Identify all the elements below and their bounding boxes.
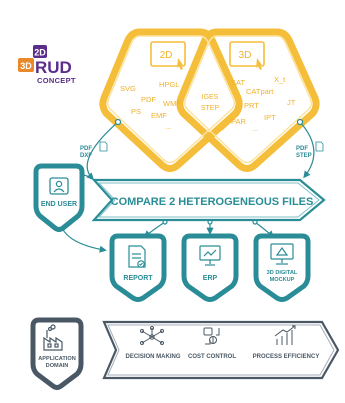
file-3d-icon [229, 41, 265, 70]
format-3d-item: CATpart [246, 87, 274, 96]
format-list-2d: SVG HPGL PDF WMF PS EMF ... [120, 80, 181, 131]
format-3d-item: ... [252, 124, 258, 133]
format-shared-item: IGES [202, 94, 219, 101]
heading-2d: 2D [160, 50, 173, 61]
end-user-node: END USER [33, 163, 85, 232]
output-mockup-label-line2: MOCKUP [270, 277, 295, 283]
format-2d-item: PDF [141, 95, 156, 104]
domain-process-label: PROCESS EFFICIENCY [253, 354, 320, 360]
format-2d-item: PS [131, 107, 141, 116]
format-3d-item: PAR [231, 117, 246, 126]
left-arrow-label-line2: DXF [80, 153, 92, 159]
format-list-shared: IGES STEP [201, 94, 220, 112]
output-erp-label: ERP [203, 275, 218, 282]
domain-banner [102, 320, 340, 380]
output-mockup-label-line1: 3D DIGITAL [267, 270, 298, 276]
compare-banner: COMPARE 2 HETEROGENEOUS FILES [91, 178, 326, 222]
format-2d-item: EMF [151, 111, 167, 120]
application-domain-line1: APPLICATION [38, 356, 76, 362]
growth-icon [274, 325, 296, 345]
application-domain-line2: DOMAIN [46, 363, 69, 369]
doc-icon [99, 141, 324, 152]
arrow-right-down [299, 121, 315, 179]
format-2d-item: ... [165, 122, 171, 131]
output-erp: ERP [181, 233, 239, 302]
logo-concept-text: CONCEPT [37, 76, 76, 85]
logo-3d-badge [18, 58, 34, 72]
network-icon [140, 326, 164, 345]
format-3d-item: IPT [264, 113, 276, 122]
erp-monitor-icon [199, 245, 221, 266]
user-icon [49, 177, 69, 195]
logo-rud-text: RUD [35, 58, 72, 77]
factory-icon [43, 324, 63, 351]
domain-decision-label: DECISION MAKING [125, 354, 180, 360]
logo-2d-text: 2D [34, 48, 46, 58]
format-shared-item: STEP [201, 105, 220, 112]
heading-3d: 3D [239, 50, 252, 61]
report-icon [128, 245, 146, 268]
file-2d-icon [150, 41, 186, 70]
mockup-icon [270, 243, 294, 265]
pentagon-3d [176, 28, 320, 172]
brand-logo: 2D 3D RUD CONCEPT [18, 45, 76, 85]
left-arrow-label-line1: PDF [80, 146, 92, 152]
format-3d-item: PRT [244, 101, 259, 110]
right-arrow-label-line1: PDF [296, 146, 308, 152]
logo-3d-text: 3D [20, 61, 32, 71]
domain-cost-label: COST CONTROL [188, 354, 236, 360]
cost-icon [203, 327, 220, 345]
arrow-left-down [86, 121, 119, 181]
format-2d-item: SVG [120, 84, 136, 93]
logo-2d-badge [33, 45, 47, 58]
format-2d-item: HPGL [159, 80, 179, 89]
format-list-3d: X_t SAT CATpart PRT JT PAR IPT ... [231, 75, 296, 133]
application-domain-node: APPLICATION DOMAIN [30, 317, 84, 390]
format-3d-item: SAT [231, 78, 245, 87]
end-user-label: END USER [41, 201, 77, 208]
arrow-enduser-report [61, 227, 107, 253]
format-2d-item: WMF [163, 99, 181, 108]
format-pentagons [99, 28, 320, 172]
output-report: REPORT [109, 233, 167, 302]
output-report-label: REPORT [123, 275, 153, 282]
right-arrow-label-line2: STEP [296, 153, 312, 159]
format-3d-item: X_t [274, 75, 286, 84]
format-3d-item: JT [287, 98, 296, 107]
output-3d-mockup: 3D DIGITAL MOCKUP [253, 233, 311, 302]
compare-label: COMPARE 2 HETEROGENEOUS FILES [111, 196, 314, 208]
